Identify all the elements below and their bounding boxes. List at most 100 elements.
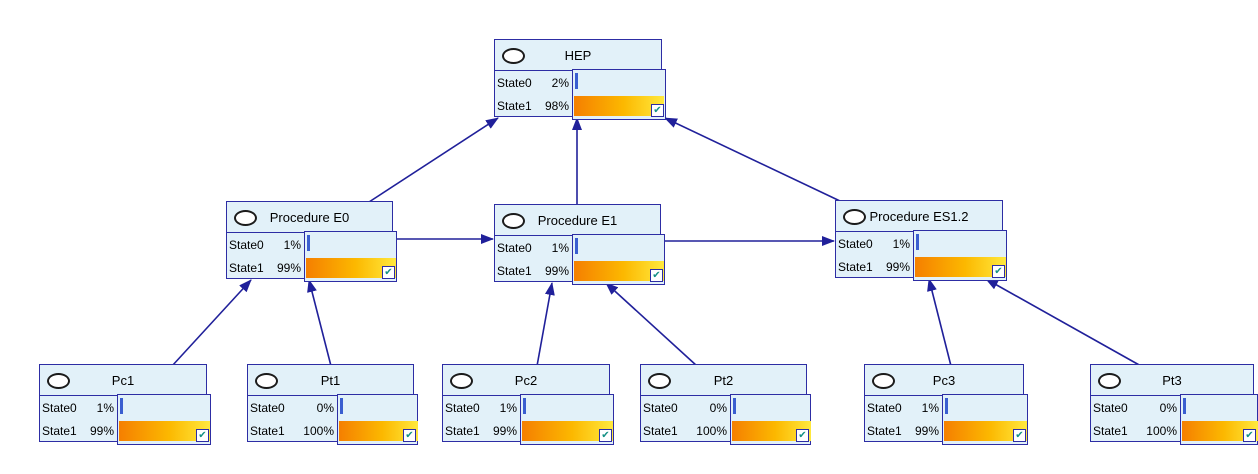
node-title: Pc3	[932, 372, 956, 388]
state-row: State1 99%	[495, 259, 572, 282]
node-ellipse-icon	[843, 209, 866, 225]
state1-bar	[944, 421, 1028, 441]
state1-bar	[119, 421, 211, 441]
state-name: State0	[497, 75, 532, 90]
state-row: State0 2%	[495, 71, 572, 94]
state-percentage: 0%	[1159, 400, 1177, 415]
state-percentage: 1%	[892, 236, 910, 251]
edge-pt1-to-procedure-e0	[307, 279, 332, 367]
state-checkbox-checkmark-icon[interactable]	[650, 269, 663, 282]
state0-bar	[307, 235, 310, 251]
state-checkbox-checkmark-icon[interactable]	[651, 104, 664, 117]
probability-bar-pane	[913, 230, 1007, 281]
probability-bar-pane	[1180, 394, 1258, 445]
state-percentage: 1%	[283, 237, 301, 252]
node-header: Pc2	[443, 365, 609, 396]
probability-bar-pane	[572, 69, 666, 120]
state-checkbox-checkmark-icon[interactable]	[1013, 429, 1026, 442]
state-name: State0	[42, 400, 77, 415]
state-percentage: 99%	[276, 260, 301, 275]
state0-bar	[733, 398, 736, 414]
node-header: Pt2	[641, 365, 806, 396]
state0-bar	[916, 234, 919, 250]
state-name: State1	[867, 423, 902, 438]
state0-bar	[120, 398, 123, 414]
state-name: State1	[1093, 423, 1128, 438]
state-name: State1	[445, 423, 480, 438]
edge-procedure-e0-to-hep	[368, 117, 499, 203]
state0-bar	[340, 398, 343, 414]
state1-bar	[732, 421, 811, 441]
state-percentage: 99%	[544, 263, 569, 278]
state-percentage: 99%	[89, 423, 114, 438]
probability-bar-pane	[304, 231, 397, 282]
state-checkbox-checkmark-icon[interactable]	[403, 429, 416, 442]
edge-procedure-es1-2-to-hep	[664, 117, 841, 202]
state-name: State1	[497, 263, 532, 278]
state-percentage: 99%	[492, 423, 517, 438]
state-name: State0	[229, 237, 264, 252]
state-checkbox-checkmark-icon[interactable]	[382, 266, 395, 279]
state0-bar	[575, 73, 578, 89]
node-title: Pt2	[713, 372, 734, 388]
node-ellipse-icon	[234, 210, 257, 226]
state-name: State1	[643, 423, 678, 438]
node-ellipse-icon	[47, 373, 70, 389]
state-percentage: 1%	[499, 400, 517, 415]
node-ellipse-icon	[450, 373, 473, 389]
node-ellipse-icon	[1098, 373, 1121, 389]
state-checkbox-checkmark-icon[interactable]	[196, 429, 209, 442]
state-checkbox-checkmark-icon[interactable]	[599, 429, 612, 442]
state-name: State0	[445, 400, 480, 415]
node-header: Procedure E0	[227, 202, 392, 233]
state-name: State0	[643, 400, 678, 415]
state0-bar	[1183, 398, 1186, 414]
node-header: Pt3	[1091, 365, 1253, 396]
probability-bar-pane	[337, 394, 418, 445]
node-ellipse-icon	[872, 373, 895, 389]
edge-pc2-to-procedure-e1	[536, 282, 555, 367]
state0-bar	[945, 398, 948, 414]
state-percentage: 1%	[551, 240, 569, 255]
state-name: State0	[250, 400, 285, 415]
probability-bar-pane	[117, 394, 211, 445]
node-header: Pt1	[248, 365, 413, 396]
node-title: Procedure E0	[269, 209, 350, 225]
probability-bar-pane	[942, 394, 1028, 445]
state-checkbox-checkmark-icon[interactable]	[1243, 429, 1256, 442]
state-percentage: 100%	[303, 423, 334, 438]
node-header: HEP	[495, 40, 661, 71]
probability-bar-pane	[730, 394, 811, 445]
node-header: Procedure ES1.2	[836, 201, 1002, 232]
node-header: Pc3	[865, 365, 1023, 396]
probability-bar-pane	[520, 394, 614, 445]
state0-bar	[575, 238, 578, 254]
node-title: Pt3	[1162, 372, 1182, 388]
probability-bar-pane	[572, 234, 665, 285]
node-title: Pc2	[514, 372, 538, 388]
state-checkbox-checkmark-icon[interactable]	[796, 429, 809, 442]
state-percentage: 2%	[551, 75, 569, 90]
state-checkbox-checkmark-icon[interactable]	[992, 265, 1005, 278]
